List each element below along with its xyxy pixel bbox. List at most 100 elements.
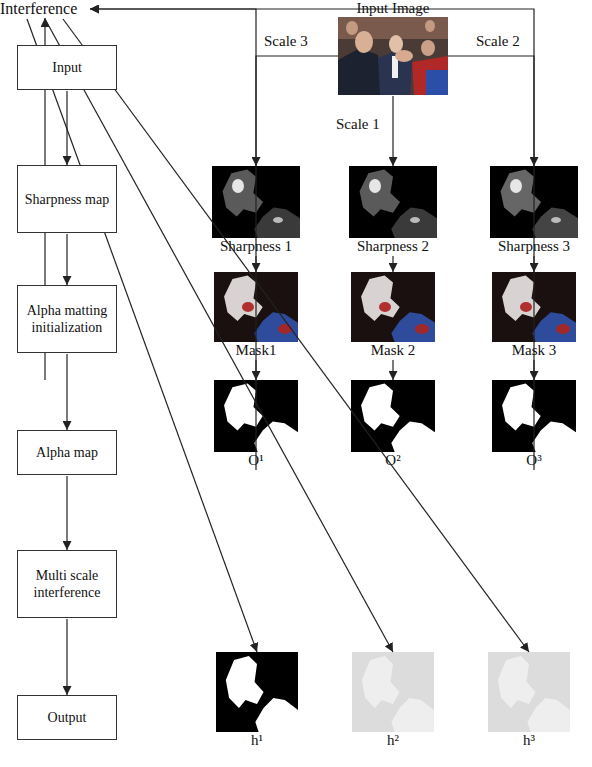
photo-hands <box>395 50 413 62</box>
image-node: Mask1 <box>214 272 298 359</box>
process-box: Multi scale interference <box>17 550 117 618</box>
output-region <box>362 656 400 708</box>
scale-label: Scale 1 <box>334 116 382 133</box>
mask-patch <box>415 324 429 334</box>
alpha-region <box>224 384 263 431</box>
output-map-image <box>488 652 570 732</box>
connector-arrow <box>63 19 529 652</box>
sharpness-map-image <box>349 166 437 238</box>
node-text: Output <box>48 709 87 726</box>
node-text: Sharpness map <box>25 191 109 208</box>
image-caption: Mask1 <box>214 342 298 359</box>
connector-arrow <box>392 360 393 380</box>
output-region <box>255 698 298 732</box>
mask-patch <box>242 302 254 312</box>
image-node: Input Image <box>338 0 448 95</box>
sharp-region <box>532 207 578 238</box>
process-box: Alpha map <box>17 430 117 475</box>
sharp-region <box>360 170 400 217</box>
connector-arrow <box>66 619 67 695</box>
output-region <box>498 656 536 708</box>
image-caption: O¹ <box>214 452 298 469</box>
mask-region <box>532 312 576 342</box>
image-caption: O² <box>351 452 435 469</box>
alpha-region <box>532 421 576 452</box>
scale-label: Scale 3 <box>262 33 310 50</box>
sharp-region <box>254 207 300 238</box>
sharp-spot <box>410 217 420 223</box>
sharp-region <box>391 207 437 238</box>
image-caption: O³ <box>492 452 576 469</box>
mask-region <box>254 312 298 342</box>
connector-arrow <box>392 96 393 166</box>
output-ground <box>216 652 298 732</box>
mask-image <box>351 272 435 342</box>
mask-patch <box>520 302 532 312</box>
text-node: Interference <box>0 0 90 18</box>
node-text: Alpha map <box>36 444 98 461</box>
mask-patch <box>379 302 391 312</box>
process-box: Input <box>17 45 117 90</box>
image-node: O³ <box>492 380 576 469</box>
process-box: Sharpness map <box>17 165 117 233</box>
sharp-spot <box>232 179 244 193</box>
photo-face <box>355 31 373 53</box>
sharp-spot <box>273 217 283 223</box>
sharp-spot <box>510 179 522 193</box>
alpha-ground <box>351 380 435 452</box>
alpha-region <box>391 421 435 452</box>
output-ground <box>352 652 434 732</box>
alpha-region <box>254 421 298 452</box>
mask-patch <box>278 324 292 334</box>
output-region <box>391 698 434 732</box>
image-frame <box>349 166 437 238</box>
image-node: O¹ <box>214 380 298 469</box>
output-region <box>226 656 264 708</box>
image-frame <box>490 166 578 238</box>
image-caption: Mask 3 <box>492 342 576 359</box>
process-box: Alpha matting initialization <box>17 285 117 353</box>
node-text: Input <box>52 59 82 76</box>
image-node: Sharpness 3 <box>490 166 578 255</box>
image-frame <box>492 272 576 342</box>
image-caption: Sharpness 2 <box>349 238 437 255</box>
alpha-region <box>502 384 541 431</box>
photo-face <box>389 35 403 53</box>
map-ground <box>349 166 437 238</box>
image-frame <box>216 652 298 732</box>
image-node: Sharpness 2 <box>349 166 437 255</box>
connector-arrow <box>392 256 393 272</box>
node-text: Alpha matting initialization <box>24 302 110 336</box>
alpha-region <box>361 384 400 431</box>
output-map-image <box>216 652 298 732</box>
input-photo <box>338 17 448 95</box>
image-node: h² <box>352 652 434 749</box>
photo-audience <box>338 17 448 39</box>
photo-face <box>425 20 435 32</box>
process-box: Output <box>17 695 117 740</box>
scale-label: Scale 2 <box>474 33 522 50</box>
image-node: Mask 3 <box>492 272 576 359</box>
image-frame <box>212 166 300 238</box>
image-node: h³ <box>488 652 570 749</box>
mask-region <box>361 276 400 322</box>
image-frame <box>488 652 570 732</box>
connector-arrow <box>66 234 67 285</box>
image-frame <box>351 380 435 452</box>
photo-suit <box>378 50 412 95</box>
image-caption: h³ <box>488 732 570 749</box>
image-caption: h¹ <box>216 732 298 749</box>
image-frame <box>492 380 576 452</box>
connector-arrow <box>66 476 67 550</box>
output-ground <box>488 652 570 732</box>
image-node: Mask 2 <box>351 272 435 359</box>
image-caption: Sharpness 3 <box>490 238 578 255</box>
image-caption: h² <box>352 732 434 749</box>
photo-face <box>421 40 435 56</box>
image-frame <box>351 272 435 342</box>
photo-face <box>346 21 358 35</box>
photo-suit <box>338 48 382 95</box>
image-caption: Sharpness 1 <box>212 238 300 255</box>
image-caption: Interference <box>0 0 90 18</box>
